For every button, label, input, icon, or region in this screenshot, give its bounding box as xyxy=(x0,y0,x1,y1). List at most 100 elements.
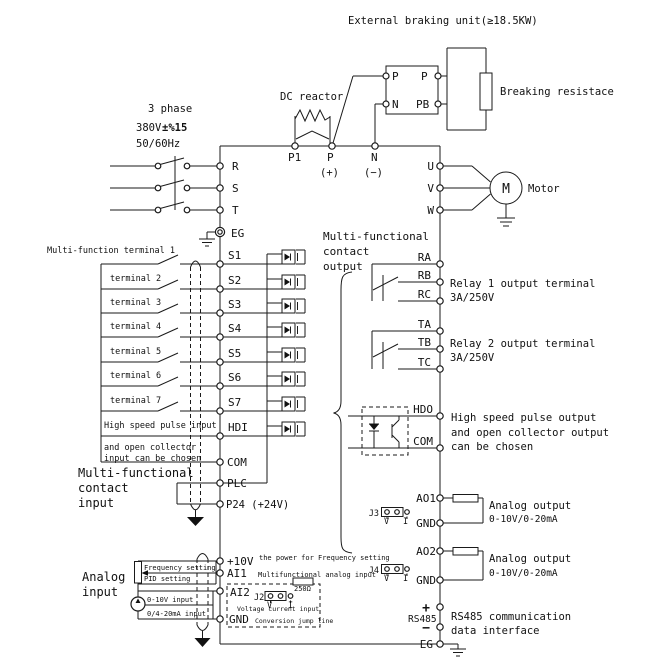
dc-reactor-label: DC reactor xyxy=(280,91,343,103)
contact-output-head1: Multi-functional xyxy=(323,230,429,243)
s7-label: S7 xyxy=(228,396,241,409)
j4-v-label: V xyxy=(384,574,389,584)
terminal7-label: terminal 7 xyxy=(110,396,161,406)
j3-i-label: I xyxy=(403,517,408,527)
terminal-ra xyxy=(436,260,444,268)
eg-label: EG xyxy=(231,227,244,240)
analog-input-group2: input xyxy=(82,585,118,599)
terminal-ai2 xyxy=(216,587,224,595)
shield-ground-icon xyxy=(194,638,211,647)
frequency-label: 50/60Hz xyxy=(136,138,180,150)
terminal5-label: terminal 5 xyxy=(110,347,161,357)
terminal-t xyxy=(216,206,224,214)
jumper-blocks xyxy=(264,507,410,601)
j2-conversion-box xyxy=(226,583,321,628)
ai1-note: Multifunctional analog input xyxy=(258,571,376,579)
tc-label: TC xyxy=(418,356,431,369)
terminals xyxy=(154,72,444,648)
ma-input-label: 0/4-20mA input xyxy=(147,610,206,618)
terminal-r xyxy=(216,162,224,170)
terminal-rs485-plus xyxy=(436,603,444,611)
bu-p-left: P xyxy=(392,70,399,83)
terminal-v xyxy=(436,184,444,192)
current-source-icon xyxy=(130,596,146,612)
contact-output-head3: output xyxy=(323,260,363,273)
bu-n: N xyxy=(392,98,399,111)
p24-label: P24 (+24V) xyxy=(226,499,289,511)
terminal-10v xyxy=(216,557,224,565)
hdo-led-icon xyxy=(369,424,379,430)
hdo-optocoupler-box xyxy=(361,406,409,456)
n-label: N xyxy=(371,151,378,164)
terminal-gnd-ao2 xyxy=(436,576,444,584)
motor-m: M xyxy=(502,182,510,197)
terminal4-label: terminal 4 xyxy=(110,322,161,332)
relay1-desc2: 3A/250V xyxy=(450,292,495,304)
terminal-rs485-minus xyxy=(436,623,444,631)
j4-label: J4 xyxy=(369,566,379,576)
p10v-note: the power for Frequency setting xyxy=(259,554,390,562)
r-label: R xyxy=(232,160,239,173)
freq-setting-label: Frequency setting xyxy=(144,564,216,572)
terminal-com-out xyxy=(436,444,444,452)
rs485-desc1: RS485 communication xyxy=(451,611,571,623)
phase-label: 3 phase xyxy=(148,103,192,115)
terminal-s5 xyxy=(216,358,224,366)
hdo-desc1: High speed pulse output xyxy=(451,412,596,424)
hdo-desc3: can be chosen xyxy=(451,441,533,453)
terminal2-label: terminal 2 xyxy=(110,274,161,284)
shield-cables xyxy=(187,260,211,647)
terminal-s1 xyxy=(216,260,224,268)
j4-i-label: I xyxy=(403,574,408,584)
terminal-rc xyxy=(436,297,444,305)
tb-label: TB xyxy=(418,336,432,349)
analog-input-group1: Analog xyxy=(82,570,125,584)
ao2-label: AO2 xyxy=(416,545,436,558)
potentiometer-icon xyxy=(134,561,142,584)
motor-icon xyxy=(489,171,523,205)
hdi-note2: input can be chosen xyxy=(104,454,201,464)
ra-label: RA xyxy=(418,251,432,264)
pid-setting-label: PID setting xyxy=(144,575,190,583)
terminal-s3 xyxy=(216,309,224,317)
contact-input-group3: input xyxy=(78,496,114,510)
ao1-desc2: 0-10V/0-20mA xyxy=(489,514,558,525)
j3-v-label: V xyxy=(384,517,389,527)
relay2-desc2: 3A/250V xyxy=(450,352,495,364)
bu-pb: PB xyxy=(416,98,430,111)
contact-output-head2: contact xyxy=(323,245,369,258)
rs485-label: RS485 xyxy=(408,614,437,625)
terminal-w xyxy=(436,206,444,214)
p-plus-label: (+) xyxy=(320,167,339,179)
relay1-desc1: Relay 1 output terminal xyxy=(450,278,595,290)
output-group-brace xyxy=(333,271,353,554)
terminal-gnd-ao1 xyxy=(436,519,444,527)
rc-label: RC xyxy=(418,288,431,301)
s-label: S xyxy=(232,182,239,195)
t-label: T xyxy=(232,204,239,217)
terminal-s xyxy=(216,184,224,192)
terminal-tc xyxy=(436,365,444,373)
ao1-meter-icon xyxy=(452,494,479,503)
terminal-hdi xyxy=(216,432,224,440)
j4-jumper xyxy=(381,564,404,574)
terminal3-label: terminal 3 xyxy=(110,298,161,308)
ao2-desc2: 0-10V/0-20mA xyxy=(489,568,558,579)
s6-label: S6 xyxy=(228,371,241,384)
j2-i-label: I xyxy=(288,601,293,611)
j2-note1: Voltage current input xyxy=(237,605,319,613)
braking-unit-title: External braking unit(≥18.5KW) xyxy=(348,15,538,27)
ta-label: TA xyxy=(418,318,432,331)
ai1-label: AI1 xyxy=(227,567,247,580)
braking-resistor-label: Breaking resistace xyxy=(500,86,614,98)
shield-ground-icon xyxy=(187,517,204,526)
terminal-p-plus xyxy=(328,142,336,150)
n-minus-label: (−) xyxy=(364,167,383,179)
wiper-arrow-icon xyxy=(141,570,148,576)
terminal-s2 xyxy=(216,285,224,293)
j2-note2: Conversion jump line xyxy=(255,617,333,625)
p10v-label: +10V xyxy=(227,555,254,568)
s2-label: S2 xyxy=(228,274,241,287)
com-label: COM xyxy=(227,456,247,469)
